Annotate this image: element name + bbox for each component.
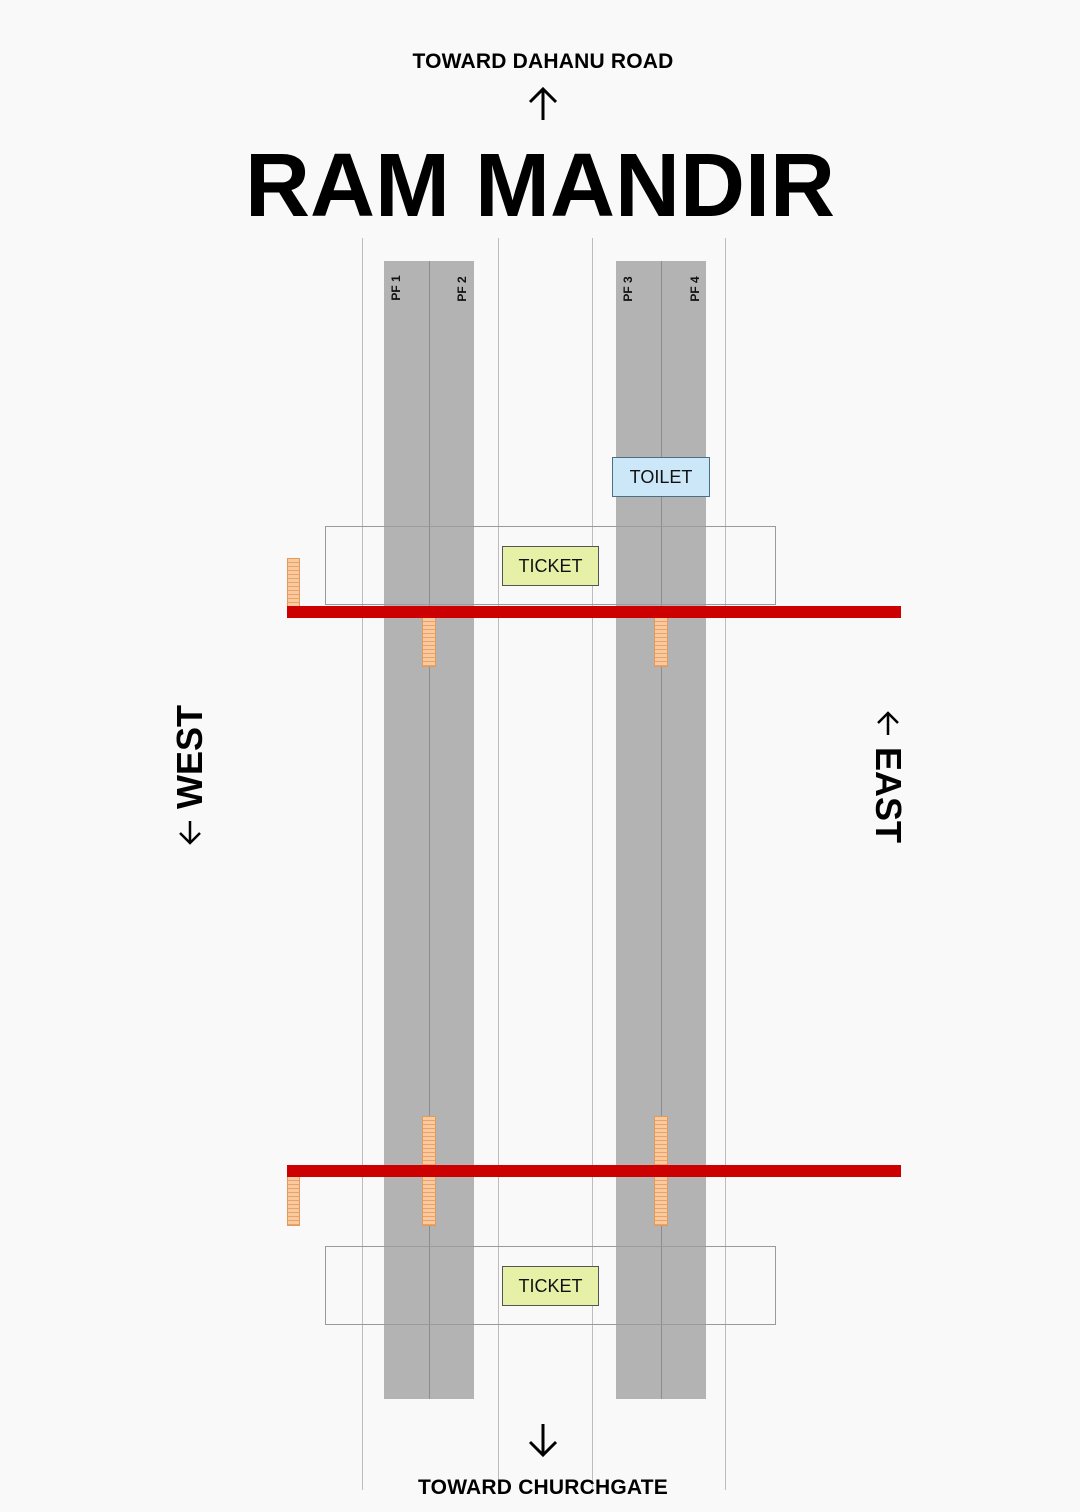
track-line [498, 238, 499, 1490]
footbridge-north [287, 606, 901, 618]
track-line [725, 238, 726, 1490]
platform-divider [661, 261, 662, 1399]
stairs-pf3-4-north [654, 617, 668, 667]
footbridge-south [287, 1165, 901, 1177]
south-direction-label: TOWARD CHURCHGATE [418, 1476, 668, 1499]
ticket-counter-north: TICKET [502, 546, 599, 586]
west-label: WEST [169, 705, 210, 809]
platform-label-3: PF 3 [621, 276, 635, 302]
station-title: RAM MANDIR [245, 136, 835, 236]
south-concourse [325, 1246, 776, 1325]
ticket-counter-south: TICKET [502, 1266, 599, 1306]
platform-label-4: PF 4 [688, 276, 702, 302]
arrow-up-icon [875, 711, 901, 737]
stairs-west-south [287, 1176, 300, 1226]
arrow-up-icon [177, 819, 203, 845]
platform-divider [429, 261, 430, 1399]
toilet-box: TOILET [612, 457, 710, 497]
stairs-west-north [287, 558, 300, 607]
track-line [362, 238, 363, 1490]
track-line [592, 238, 593, 1490]
stairs-pf1-2-north [422, 617, 436, 667]
east-label: EAST [868, 746, 909, 843]
arrow-down-icon [527, 1422, 559, 1463]
platform-label-1: PF 1 [389, 275, 403, 301]
arrow-up-icon [527, 86, 559, 127]
north-direction-label: TOWARD DAHANU ROAD [412, 50, 674, 73]
platform-label-2: PF 2 [455, 276, 469, 302]
north-concourse [325, 526, 776, 605]
